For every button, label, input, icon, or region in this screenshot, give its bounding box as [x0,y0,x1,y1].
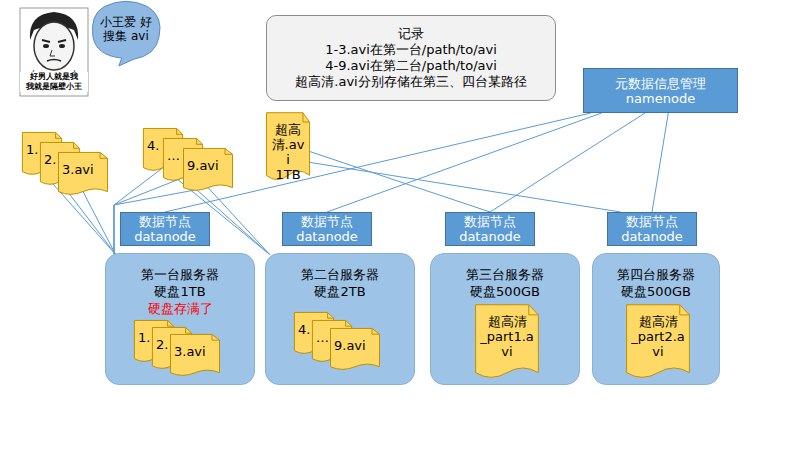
file-icon: 9.avi [183,148,233,193]
record-box: 记录1-3.avi在第一台/path/to/avi4-9.avi在第二台/pat… [266,15,556,101]
server-box: 第二台服务器硬盘2TB4.…9.avi [265,253,415,385]
node-text: 数据节点 datanode [612,214,692,244]
node-text: 数据节点 datanode [450,214,530,244]
node-text: 4-9.avi在第二台/path/to/avi [325,58,497,74]
node-text: 9.avi [334,334,376,353]
warning-text: 硬盘存满了 [106,300,254,317]
server-title: 第二台服务器 [266,266,414,283]
connector-line [490,113,645,212]
node-text: 1TB [270,167,306,182]
file-icon: 3.avi [58,152,108,197]
server-box: 第三台服务器硬盘500GB 超高清_part1.avi [430,253,580,385]
node-box: 数据节点 datanode [445,212,535,246]
meme-face [20,8,88,96]
connector-line [310,162,621,212]
node-text: namenode [626,91,695,106]
node-text: 硬盘1TB [106,283,254,300]
image-caption: 好男人就是我 [20,72,88,82]
file-icon: 9.avi [330,328,380,372]
file-icon: 3.avi [170,334,220,378]
node-box: 数据节点 datanode [607,212,697,246]
node-text: 3.avi [62,158,104,177]
image-caption: 我就是隔壁小王 [20,82,88,92]
node-text: 数据节点 datanode [287,214,367,244]
node-box: 元数据信息管理namenode [583,68,738,113]
node-text: 超高清.avi [270,118,306,167]
node-text: 3.avi [174,340,216,359]
node-text: 数据节点 datanode [125,214,205,244]
node-box: 数据节点 datanode [120,212,210,246]
connector-line [652,113,668,212]
node-text: 9.avi [187,154,229,173]
server-title: 第三台服务器 [431,266,579,283]
file-icon: 超高清_part2.avi [626,304,690,382]
node-text: 超高清_part1.avi [479,310,535,359]
speech-bubble: 小王爱 好搜集 avi [90,0,162,66]
node-box: 数据节点 datanode [282,212,372,246]
server-box: 第四台服务器硬盘500GB 超高清_part2.avi [592,253,720,385]
connector-line [83,192,116,255]
file-icon: 超高清.avi1TB [266,112,310,184]
connector-line [310,152,490,212]
connector-line [327,113,602,212]
record-title: 记录 [398,26,424,42]
node-text: 硬盘500GB [431,283,579,300]
node-text: 超高清.avi分别存储在第三、四台某路径 [295,74,526,90]
node-text: 1-3.avi在第一台/path/to/avi [325,42,497,58]
server-title: 第四台服务器 [593,266,719,283]
node-text: 超高清_part2.avi [630,310,686,359]
server-title: 第一台服务器 [106,266,254,283]
server-box: 第一台服务器硬盘1TB硬盘存满了1.2.3.avi [105,253,255,385]
node-text: 硬盘500GB [593,283,719,300]
node-text: 硬盘2TB [266,283,414,300]
node-text: 小王爱 好搜集 avi [100,15,152,43]
file-icon: 超高清_part1.avi [475,304,539,382]
node-text: 元数据信息管理 [615,76,706,91]
connector-line [208,188,270,255]
